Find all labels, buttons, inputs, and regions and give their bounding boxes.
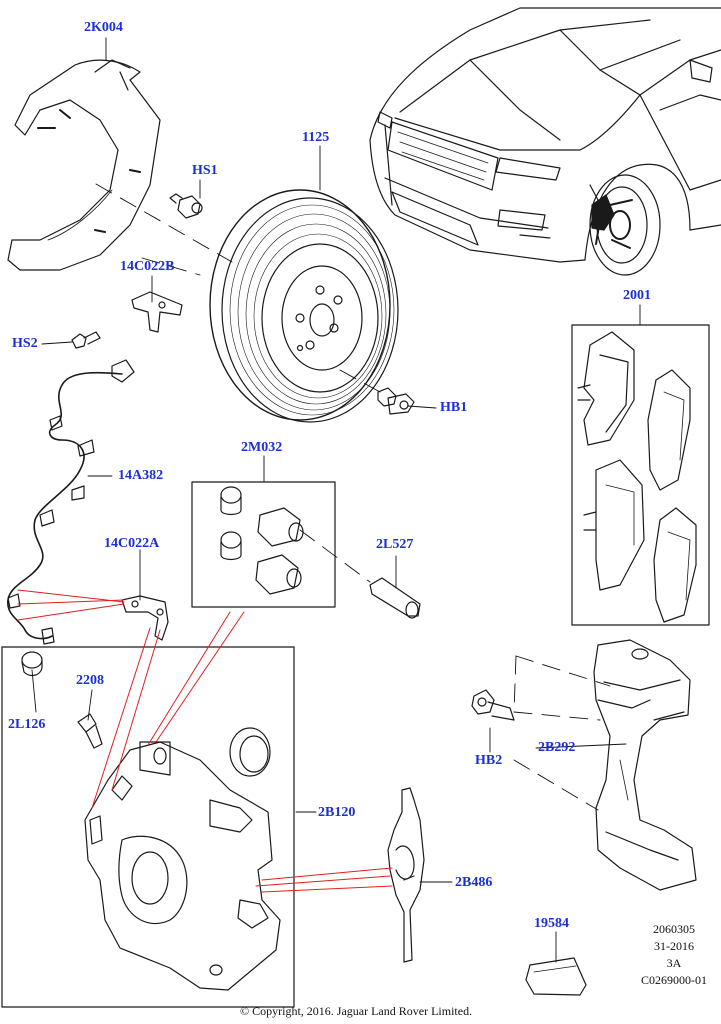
hb1-bolt (377, 387, 415, 415)
splash-shield (7, 59, 161, 271)
callout-19584[interactable]: 19584 (534, 916, 569, 931)
guide-pin-kit-box (191, 481, 336, 608)
bleed-cap-and-screw (21, 651, 103, 749)
callout-2208[interactable]: 2208 (76, 673, 104, 688)
reference-line-1: 2060305 (653, 922, 695, 936)
callout-2b486[interactable]: 2B486 (455, 875, 493, 890)
copyright-notice: © Copyright, 2016. Jaguar Land Rover Lim… (240, 1004, 473, 1018)
caliper-carrier (593, 639, 697, 891)
callout-hb1[interactable]: HB1 (440, 400, 468, 415)
callout-14c022b[interactable]: 14C022B (120, 259, 175, 274)
callout-2b292[interactable]: 2B292 (538, 740, 576, 755)
hs2-bolt (71, 331, 101, 349)
brake-disc (209, 189, 399, 423)
callout-2l126[interactable]: 2L126 (8, 717, 46, 732)
callout-1125[interactable]: 1125 (302, 130, 330, 145)
callout-2m032[interactable]: 2M032 (241, 440, 283, 455)
callout-14c022a[interactable]: 14C022A (104, 536, 160, 551)
brake-pad-box (571, 324, 710, 626)
spring-clip (387, 787, 425, 963)
bracket-14c022b (131, 291, 183, 333)
bracket-14c022a (121, 595, 169, 641)
callout-hb2[interactable]: HB2 (475, 753, 503, 768)
hb2-bolt (471, 689, 515, 721)
reference-block: 2060305 31-2016 3A C0269000-01 (630, 921, 718, 989)
hs1-bolt (169, 193, 203, 219)
grease-sachet (525, 957, 587, 996)
reference-line-4: C0269000-01 (641, 973, 707, 987)
callout-hs1[interactable]: HS1 (192, 163, 218, 178)
reference-line-2: 31-2016 (654, 939, 694, 953)
callout-2b120[interactable]: 2B120 (318, 805, 356, 820)
assembly-dash-lines (95, 183, 611, 811)
guide-pin-2l527 (369, 577, 421, 619)
callout-2001[interactable]: 2001 (623, 288, 651, 303)
caliper-box (1, 646, 295, 1008)
wheel-speed-sensor-harness (7, 359, 135, 645)
vehicle-illustration (369, 7, 721, 276)
reference-line-3: 3A (666, 956, 682, 970)
callout-2k004[interactable]: 2K004 (84, 20, 123, 35)
callout-hs2[interactable]: HS2 (12, 336, 38, 351)
callout-2l527[interactable]: 2L527 (376, 537, 414, 552)
callout-14a382[interactable]: 14A382 (118, 468, 164, 483)
red-leader-lines (17, 589, 393, 893)
leader-lines (31, 37, 641, 963)
